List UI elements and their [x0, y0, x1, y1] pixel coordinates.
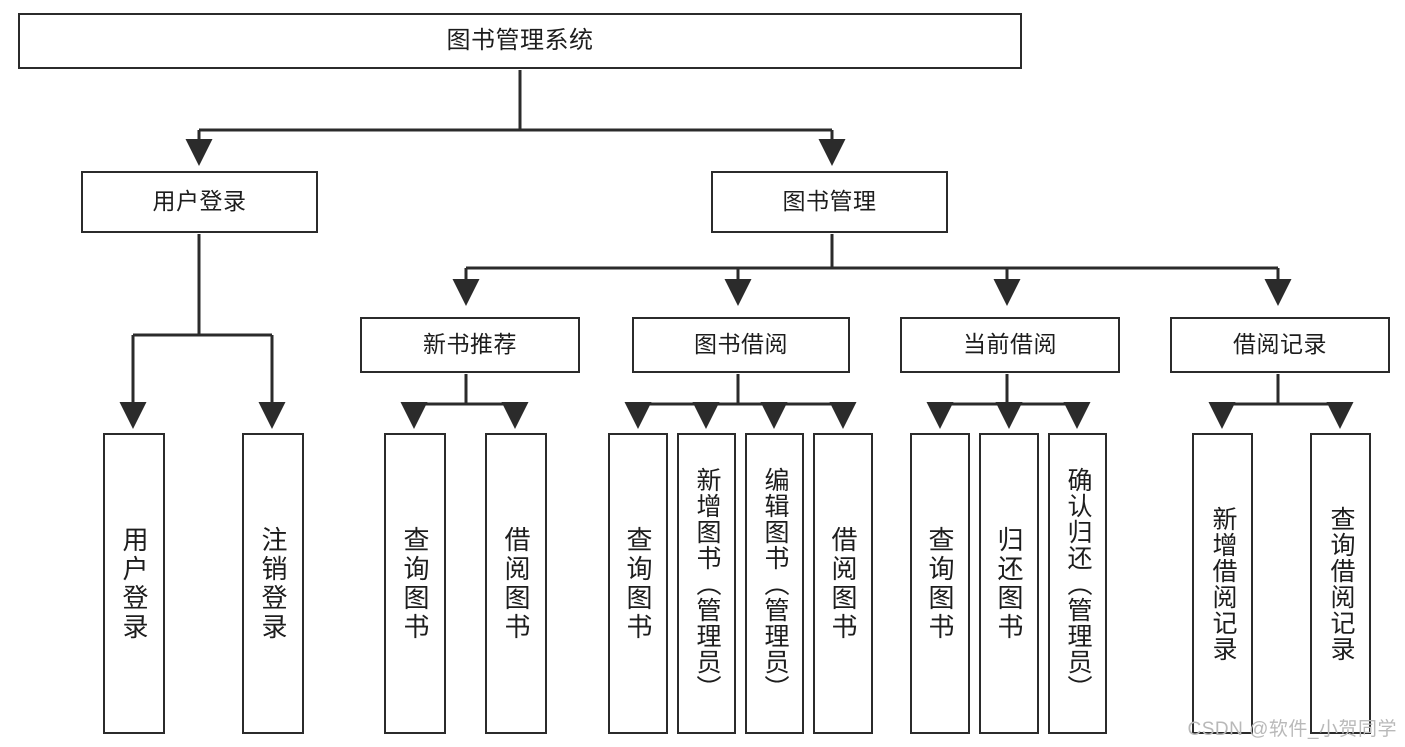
leaf-query-borrow-record[interactable]: 查询借阅记录 [1310, 433, 1371, 734]
leaf-query-book-current[interactable]: 查询图书 [910, 433, 970, 734]
node-label: 新书推荐 [423, 331, 517, 358]
node-label: 查询图书 [623, 525, 653, 642]
leaf-return-book[interactable]: 归还图书 [979, 433, 1039, 734]
node-current-borrowing[interactable]: 当前借阅 [900, 317, 1120, 373]
node-label: 确认归还（管理员） [1064, 466, 1092, 701]
node-label: 查询图书 [925, 525, 955, 642]
leaf-query-book-newbook[interactable]: 查询图书 [384, 433, 446, 734]
node-new-book-recommendation[interactable]: 新书推荐 [360, 317, 580, 373]
leaf-add-book-admin[interactable]: 新增图书（管理员） [677, 433, 736, 734]
node-book-management[interactable]: 图书管理 [711, 171, 948, 233]
node-label: 借阅记录 [1233, 331, 1327, 358]
leaf-user-login[interactable]: 用户登录 [103, 433, 165, 734]
node-label: 归还图书 [994, 525, 1024, 642]
node-label: 当前借阅 [963, 331, 1057, 358]
node-label: 新增图书（管理员） [693, 466, 721, 701]
node-label: 查询借阅记录 [1327, 505, 1355, 662]
node-label: 用户登录 [152, 188, 247, 215]
node-label: 查询图书 [400, 525, 430, 642]
leaf-logout[interactable]: 注销登录 [242, 433, 304, 734]
node-label: 编辑图书（管理员） [761, 466, 789, 701]
node-label: 借阅图书 [828, 525, 858, 642]
leaf-borrow-book-borrow[interactable]: 借阅图书 [813, 433, 873, 734]
watermark-text: CSDN @软件_小贺同学 [1187, 719, 1397, 740]
node-label: 借阅图书 [501, 525, 531, 642]
leaf-edit-book-admin[interactable]: 编辑图书（管理员） [745, 433, 804, 734]
node-book-management-system[interactable]: 图书管理系统 [18, 13, 1022, 69]
node-label: 图书管理 [782, 188, 877, 215]
node-label: 用户登录 [119, 525, 149, 642]
node-borrowing-record[interactable]: 借阅记录 [1170, 317, 1390, 373]
node-user-login[interactable]: 用户登录 [81, 171, 318, 233]
node-label: 图书管理系统 [446, 26, 594, 54]
node-label: 图书借阅 [694, 331, 788, 358]
node-label: 新增借阅记录 [1209, 505, 1237, 662]
leaf-query-book-borrow[interactable]: 查询图书 [608, 433, 668, 734]
node-book-borrowing[interactable]: 图书借阅 [632, 317, 850, 373]
leaf-borrow-book-newbook[interactable]: 借阅图书 [485, 433, 547, 734]
leaf-add-borrow-record[interactable]: 新增借阅记录 [1192, 433, 1253, 734]
node-label: 注销登录 [258, 525, 288, 642]
leaf-confirm-return-admin[interactable]: 确认归还（管理员） [1048, 433, 1107, 734]
